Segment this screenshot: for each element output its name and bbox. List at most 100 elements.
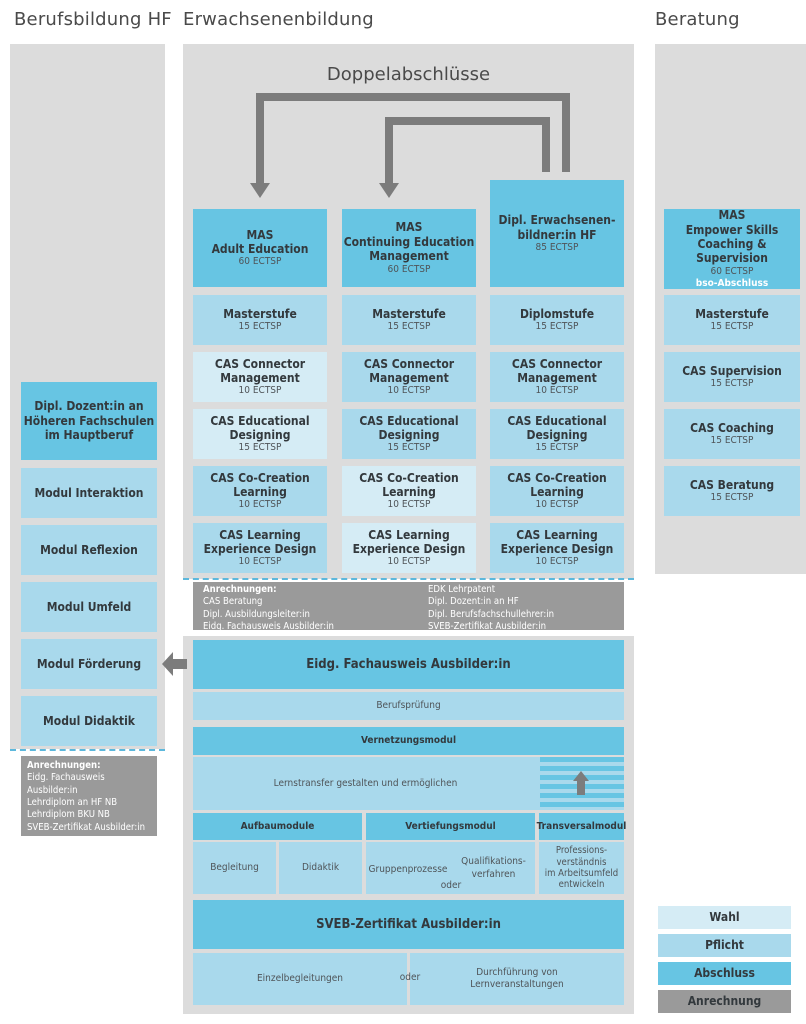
hf-module-foerderung[interactable]: Modul Förderung [21, 639, 157, 689]
col1-cas-connector[interactable]: CAS Connector Management 10 ECTSP [193, 352, 327, 402]
hf-module-reflexion[interactable]: Modul Reflexion [21, 525, 157, 575]
hf-module-didaktik[interactable]: Modul Didaktik [21, 696, 157, 746]
col2-cas4-ects: 10 ECTSP [387, 556, 431, 568]
beratung-stage-box[interactable]: Masterstufe 15 ECTSP [664, 295, 800, 345]
einzelbegleitungen-box[interactable]: Einzelbegleitungen [193, 953, 407, 1005]
col2-mas-box[interactable]: MAS Continuing Education Management 60 E… [342, 209, 476, 287]
col3-cas-educational[interactable]: CAS Educational Designing 15 ECTSP [490, 409, 624, 459]
arrowhead-mas-adult-education [250, 183, 270, 198]
col2-cas-cocreation[interactable]: CAS Co-Creation Learning 10 ECTSP [342, 466, 476, 516]
col2-cas3-ects: 10 ECTSP [387, 499, 431, 511]
col3-cas-learning-experience[interactable]: CAS Learning Experience Design 10 ECTSP [490, 523, 624, 573]
col1-cas4-ects: 10 ECTSP [238, 556, 282, 568]
col3-stage-box[interactable]: Diplomstufe 15 ECTSP [490, 295, 624, 345]
col2-cas4-title: CAS Learning Experience Design [352, 527, 466, 556]
transversalmodul-label: Transversalmodul [536, 820, 627, 832]
lerntransfer-stripes [540, 757, 624, 810]
eb-anrechnung-item: Dipl. Dozent:in an HF [428, 596, 519, 608]
beratung-cas3-ects: 15 ECTSP [710, 492, 754, 504]
vertiefungsmodul-label: Vertiefungsmodul [405, 820, 496, 832]
header-erwachsenenbildung: Erwachsenenbildung [183, 9, 374, 30]
fachausweis-title: Eidg. Fachausweis Ausbilder:in [306, 656, 511, 672]
col2-mas-title: MAS Continuing Education Management [343, 220, 475, 264]
gruppenprozesse-label[interactable]: Gruppenprozesse [368, 864, 448, 875]
eb-anrechnungen-box: Anrechnungen: CAS Beratung Dipl. Ausbild… [193, 582, 624, 632]
col1-mas-ects: 60 ECTSP [238, 256, 282, 268]
legend-abschluss-label: Abschluss [694, 966, 755, 981]
header-beratung: Beratung [655, 9, 740, 30]
col3-cas3-title: CAS Co-Creation Learning [507, 470, 607, 499]
legend-wahl: Wahl [658, 906, 791, 929]
legend-pflicht: Pflicht [658, 934, 791, 957]
durchfuehrung-label: Durchführung von Lernveranstaltungen [470, 967, 564, 990]
vernetzungsmodul-box[interactable]: Vernetzungsmodul [193, 727, 624, 755]
hf-diploma-box[interactable]: Dipl. Dozent:in an Höheren Fachschulen i… [21, 382, 157, 460]
col3-cas1-title: CAS Connector Management [511, 356, 603, 385]
berufspruefung-box[interactable]: Berufsprüfung [193, 692, 624, 720]
beratung-cas-beratung[interactable]: CAS Beratung 15 ECTSP [664, 466, 800, 516]
qualifikation-label[interactable]: Qualifikations- verfahren [461, 856, 526, 880]
col2-cas2-ects: 15 ECTSP [387, 442, 431, 454]
col2-cas-connector[interactable]: CAS Connector Management 10 ECTSP [342, 352, 476, 402]
col1-stage-box[interactable]: Masterstufe 15 ECTSP [193, 295, 327, 345]
beratung-stage-ects: 15 ECTSP [710, 321, 754, 333]
col2-cas3-title: CAS Co-Creation Learning [359, 470, 459, 499]
hf-anrechnungen-title: Anrechnungen: [27, 760, 101, 771]
col3-cas2-ects: 15 ECTSP [535, 442, 579, 454]
beratung-cas1-title: CAS Supervision [682, 363, 782, 378]
sveb-box[interactable]: SVEB-Zertifikat Ausbilder:in [193, 900, 624, 949]
legend-anrechnung-label: Anrechnung [687, 994, 762, 1009]
col1-mas-box[interactable]: MAS Adult Education 60 ECTSP [193, 209, 327, 287]
col3-cas-connector[interactable]: CAS Connector Management 10 ECTSP [490, 352, 624, 402]
hf-module-umfeld[interactable]: Modul Umfeld [21, 582, 157, 632]
hf-anrechnung-item: Lehrdiplom BKU NB [27, 809, 110, 821]
col2-stage-box[interactable]: Masterstufe 15 ECTSP [342, 295, 476, 345]
col1-cas1-ects: 10 ECTSP [238, 385, 282, 397]
col1-cas-learning-experience[interactable]: CAS Learning Experience Design 10 ECTSP [193, 523, 327, 573]
professions-label: Professions- verständnis im Arbeitsumfel… [544, 845, 619, 891]
arrowhead-mas-continuing-education [379, 183, 399, 198]
transversalmodul-box[interactable]: Transversalmodul [536, 813, 627, 840]
col3-cas-cocreation[interactable]: CAS Co-Creation Learning 10 ECTSP [490, 466, 624, 516]
col1-cas4-title: CAS Learning Experience Design [203, 527, 317, 556]
beratung-bso-label: bso-Abschluss [695, 277, 769, 289]
begleitung-box[interactable]: Begleitung [193, 842, 276, 894]
beratung-mas-box[interactable]: MAS Empower Skills Coaching & Supervisio… [664, 208, 800, 289]
beratung-cas2-ects: 15 ECTSP [710, 435, 754, 447]
col3-cas4-ects: 10 ECTSP [535, 556, 579, 568]
hf-module-label: Modul Reflexion [40, 542, 138, 557]
hf-divider [10, 749, 165, 751]
eb-divider [183, 578, 634, 580]
col1-cas-cocreation[interactable]: CAS Co-Creation Learning 10 ECTSP [193, 466, 327, 516]
didaktik-box[interactable]: Didaktik [279, 842, 362, 894]
begleitung-label: Begleitung [210, 862, 259, 873]
durchfuehrung-box[interactable]: Durchführung von Lernveranstaltungen [410, 953, 624, 1005]
arrow-to-modul-foerderung-shaft [173, 659, 187, 669]
professions-box[interactable]: Professions- verständnis im Arbeitsumfel… [539, 842, 624, 894]
eb-anrechnung-item: EDK Lehrpatent [428, 584, 496, 595]
beratung-mas-ects: 60 ECTSP [710, 265, 754, 277]
legend-pflicht-label: Pflicht [705, 938, 744, 953]
col2-cas1-ects: 10 ECTSP [387, 385, 431, 397]
col1-cas-educational[interactable]: CAS Educational Designing 15 ECTSP [193, 409, 327, 459]
aufbaumodule-box[interactable]: Aufbaumodule [193, 813, 362, 840]
hf-module-label: Modul Didaktik [43, 713, 135, 728]
col3-diploma-box[interactable]: Dipl. Erwachsenen- bildner:in HF 85 ECTS… [490, 180, 624, 287]
fachausweis-box[interactable]: Eidg. Fachausweis Ausbilder:in [193, 640, 624, 689]
hf-module-interaktion[interactable]: Modul Interaktion [21, 468, 157, 518]
beratung-cas-supervision[interactable]: CAS Supervision 15 ECTSP [664, 352, 800, 402]
col2-cas-learning-experience[interactable]: CAS Learning Experience Design 10 ECTSP [342, 523, 476, 573]
col1-mas-title: MAS Adult Education [211, 227, 309, 256]
vertiefungsmodul-box[interactable]: Vertiefungsmodul [366, 813, 535, 840]
didaktik-label: Didaktik [301, 862, 340, 873]
beratung-cas-coaching[interactable]: CAS Coaching 15 ECTSP [664, 409, 800, 459]
vertiefung-options-box [366, 842, 535, 894]
col2-cas-educational[interactable]: CAS Educational Designing 15 ECTSP [342, 409, 476, 459]
col1-cas2-ects: 15 ECTSP [238, 442, 282, 454]
col1-cas3-title: CAS Co-Creation Learning [210, 470, 310, 499]
hf-anrechnung-item: Lehrdiplom an HF NB [27, 797, 118, 809]
sveb-title: SVEB-Zertifikat Ausbilder:in [316, 916, 501, 932]
eb-anrechnung-item: CAS Beratung [203, 596, 263, 608]
aufbaumodule-label: Aufbaumodule [240, 820, 315, 832]
